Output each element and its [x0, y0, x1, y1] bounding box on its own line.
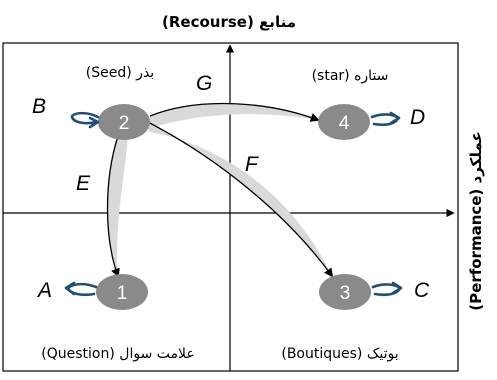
edge-label-d: D: [410, 106, 425, 129]
node-4: 4: [318, 104, 370, 140]
transition-wedge-f: [140, 118, 332, 276]
edge-label-a: A: [36, 279, 52, 302]
self-loop-arrow-d: [370, 111, 401, 127]
node-2: 2: [98, 104, 150, 140]
node-4-label: 4: [339, 113, 350, 134]
quadrant-label-star: ستاره (star): [312, 68, 389, 84]
edge-label-b: B: [32, 95, 46, 118]
edge-label-g: G: [196, 72, 212, 95]
node-1: 1: [96, 274, 148, 310]
axis-title-top: منابع (Recourse): [162, 13, 296, 31]
self-loop-arrow-c: [371, 281, 403, 297]
quadrant-label-question: علامت سوال (Question): [41, 346, 194, 362]
node-3-label: 3: [340, 283, 351, 304]
edge-label-f: F: [245, 153, 259, 176]
edge-label-e: E: [76, 172, 91, 195]
quadrant-label-boutiques: بوتیک (Boutiques): [281, 346, 398, 362]
self-loop-arrow-a: [64, 281, 98, 297]
node-2-label: 2: [119, 113, 130, 134]
quadrant-label-seed: بذر (Seed): [86, 65, 154, 81]
self-loop-arrow-b: [70, 111, 100, 129]
transition-arrow-f: [139, 117, 334, 278]
transition-wedge-g: [150, 103, 318, 128]
transition-wedge-e: [107, 136, 128, 276]
transition-arrow-g: [149, 102, 320, 122]
transition-arrow-e: [106, 135, 120, 278]
axis-title-right: عملکرد (Performance): [467, 131, 485, 310]
edge-label-c: C: [414, 279, 430, 302]
node-1-label: 1: [117, 283, 128, 304]
node-3: 3: [319, 274, 371, 310]
